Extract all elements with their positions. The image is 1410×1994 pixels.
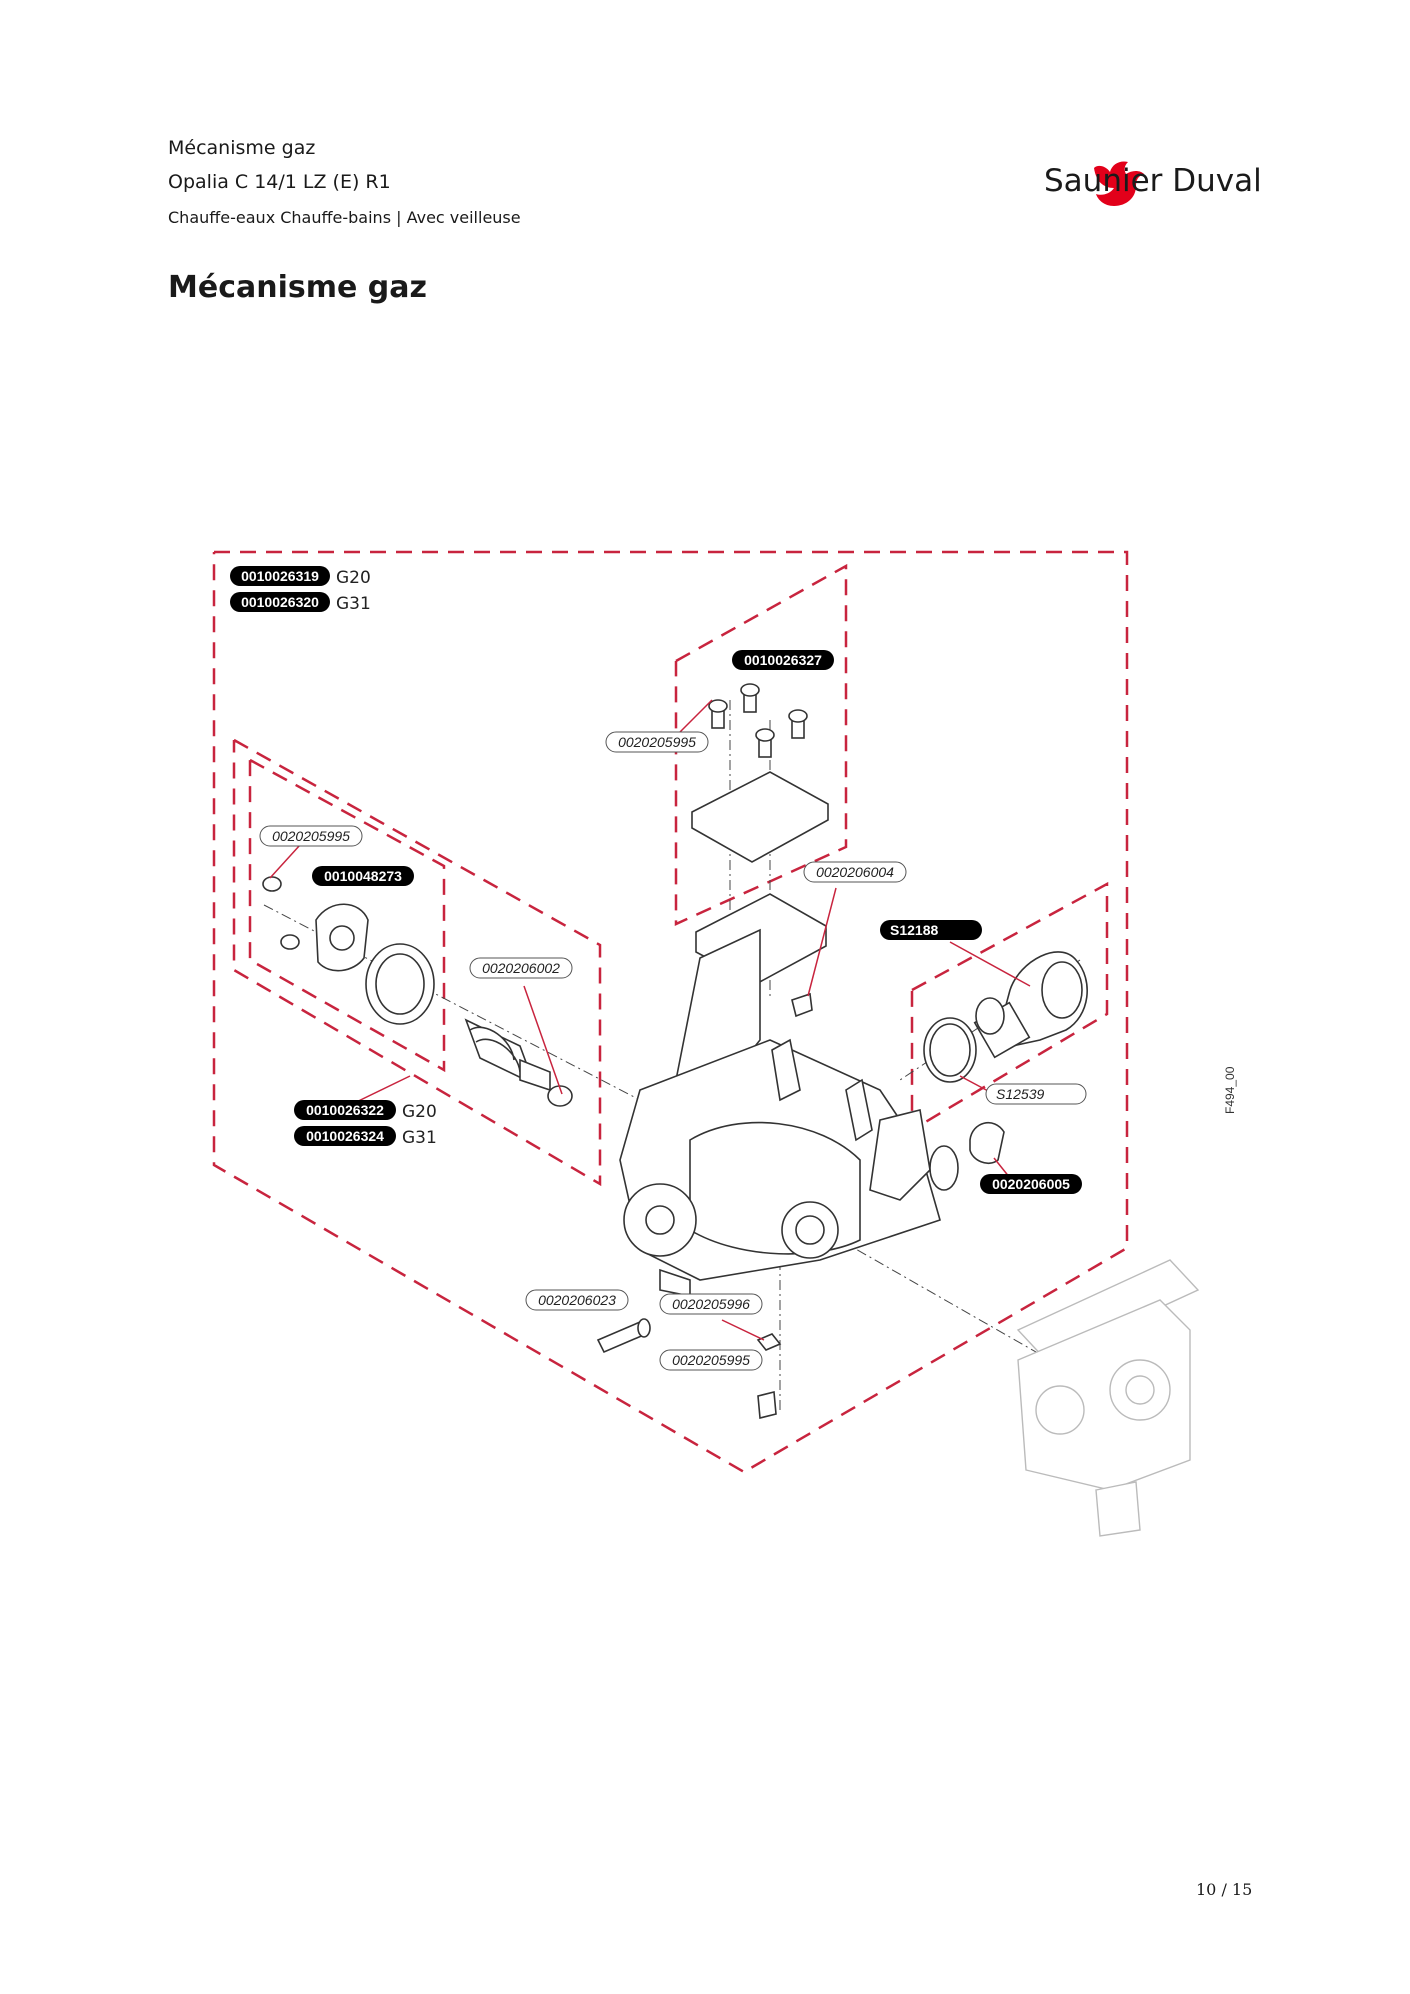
product-model: Opalia C 14/1 LZ (E) R1 bbox=[168, 171, 391, 193]
svg-text:0020206023: 0020206023 bbox=[538, 1292, 616, 1308]
kit-outline-top bbox=[674, 563, 848, 926]
product-category: Chauffe-eaux Chauffe-bains | Avec veille… bbox=[168, 208, 521, 227]
label-bolt: 0020206023 bbox=[525, 1289, 629, 1311]
bird-icon bbox=[1094, 161, 1144, 206]
svg-text:0020205995: 0020205995 bbox=[672, 1352, 750, 1368]
svg-text:0010026327: 0010026327 bbox=[744, 652, 822, 668]
label-washer: 0020205996 bbox=[659, 1293, 763, 1315]
svg-text:G20: G20 bbox=[336, 568, 371, 588]
label-cap: 0020206005 bbox=[980, 1174, 1082, 1194]
svg-text:S12539: S12539 bbox=[996, 1086, 1044, 1102]
label-main-kit-g20: 0010026319 G20 bbox=[230, 566, 371, 588]
label-spring: 0020206002 bbox=[469, 957, 573, 979]
svg-text:0020206005: 0020206005 bbox=[992, 1176, 1070, 1192]
label-valve-kit-g31: 0010026324 G31 bbox=[294, 1126, 437, 1148]
svg-text:0020205996: 0020205996 bbox=[672, 1296, 750, 1312]
gas-valve-body bbox=[619, 928, 959, 1297]
svg-text:0010026322: 0010026322 bbox=[306, 1102, 384, 1118]
cover-screw-bottom bbox=[280, 934, 300, 950]
svg-text:0010048273: 0010048273 bbox=[324, 868, 402, 884]
axis-line bbox=[839, 1239, 1051, 1361]
document-title: Mécanisme gaz bbox=[168, 137, 316, 159]
brand-name: Saunier Duval bbox=[1044, 163, 1262, 199]
label-top-kit: 0010026327 bbox=[732, 650, 834, 670]
svg-text:G20: G20 bbox=[402, 1102, 437, 1122]
kit-outline-outlet bbox=[910, 881, 1109, 1133]
svg-text:0010026319: 0010026319 bbox=[241, 568, 319, 584]
label-cover-kit: 0010048273 bbox=[312, 866, 414, 886]
spring-assembly bbox=[464, 1018, 573, 1107]
label-screw-mid: 0020206004 bbox=[803, 861, 907, 883]
svg-text:G31: G31 bbox=[402, 1128, 437, 1148]
svg-text:G31: G31 bbox=[336, 594, 371, 614]
cover-screw-top bbox=[262, 876, 282, 892]
brand-logo bbox=[1094, 161, 1144, 206]
label-valve-kit-g20: 0010026322 G20 bbox=[294, 1100, 437, 1122]
svg-text:0020206002: 0020206002 bbox=[482, 960, 560, 976]
cap-part bbox=[969, 1121, 1005, 1165]
label-outlet: S12188 bbox=[880, 920, 982, 940]
page-number: 10 / 15 bbox=[1196, 1880, 1253, 1899]
locator-thumbnail bbox=[1016, 1259, 1200, 1537]
label-main-kit-g31: 0010026320 G31 bbox=[230, 592, 371, 614]
label-screw-left: 0020205995 bbox=[259, 825, 363, 847]
svg-text:0020205995: 0020205995 bbox=[618, 734, 696, 750]
figure-id: F494_00 bbox=[1223, 1066, 1237, 1114]
bottom-screw-part bbox=[757, 1390, 777, 1420]
kit-outline-cover bbox=[248, 758, 446, 1073]
svg-text:S12188: S12188 bbox=[890, 922, 938, 938]
section-title: Mécanisme gaz bbox=[168, 270, 427, 305]
svg-text:0020206004: 0020206004 bbox=[816, 864, 894, 880]
label-screw-top: 0020205995 bbox=[605, 731, 709, 753]
top-screws bbox=[708, 683, 808, 758]
kit-outline-valve bbox=[232, 738, 602, 1187]
top-gasket bbox=[691, 771, 829, 863]
svg-text:0020205995: 0020205995 bbox=[272, 828, 350, 844]
screw-mid-part bbox=[791, 992, 813, 1018]
outlet-assembly bbox=[973, 951, 1088, 1059]
kit-outline-main bbox=[212, 550, 1129, 1474]
svg-text:0010026320: 0010026320 bbox=[241, 594, 319, 610]
label-oring: S12539 bbox=[985, 1083, 1087, 1105]
label-screw-bottom: 0020205995 bbox=[659, 1349, 763, 1371]
svg-text:0010026324: 0010026324 bbox=[306, 1128, 384, 1144]
washer-part bbox=[756, 1333, 782, 1351]
